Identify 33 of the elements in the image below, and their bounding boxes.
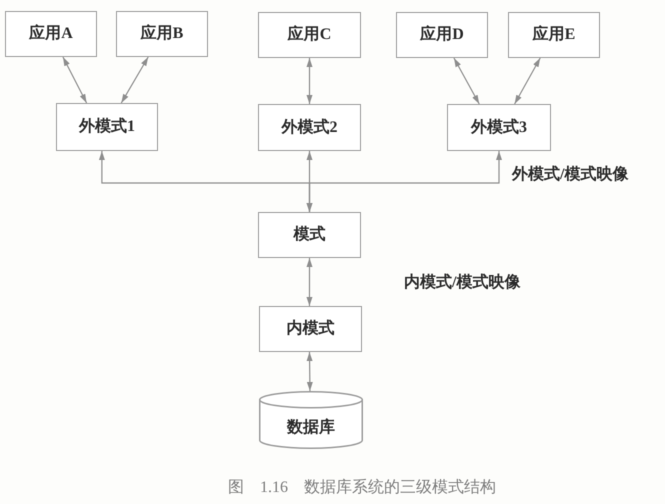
application-box (508, 12, 600, 58)
database-cylinder (259, 391, 363, 449)
application-box (116, 11, 208, 57)
figure-caption: 图 1.16 数据库系统的三级模式结构 (228, 478, 496, 498)
external-schema-box (56, 103, 158, 151)
bidirectional-arrow (514, 58, 541, 104)
mapping-label: 内模式/模式映像 (404, 273, 520, 292)
application-box (258, 12, 361, 58)
box-label: 应用C (288, 25, 332, 45)
internal-schema-box (259, 306, 362, 352)
box-label: 应用B (140, 24, 184, 44)
mapping-label: 外模式/模式映像 (512, 165, 628, 184)
box-label: 外模式2 (282, 118, 338, 138)
box-label: 应用E (532, 25, 576, 45)
box-label: 应用A (29, 24, 73, 44)
schema-box (258, 212, 361, 258)
box-label: 模式 (294, 225, 326, 245)
box-label: 内模式 (286, 319, 334, 339)
box-label: 外模式3 (471, 118, 527, 138)
external-schema-box (447, 104, 551, 151)
box-label: 数据库 (287, 418, 335, 438)
application-box (396, 12, 488, 58)
bidirectional-arrow (306, 58, 312, 104)
bidirectional-arrow (306, 258, 312, 306)
application-box (5, 11, 97, 57)
bidirectional-arrow (120, 56, 149, 104)
box-label: 应用D (420, 25, 464, 45)
bidirectional-arrow (306, 151, 502, 212)
bidirectional-arrow (62, 56, 88, 104)
external-schema-box (258, 104, 361, 151)
bidirectional-arrow (453, 58, 480, 104)
bidirectional-arrow (306, 352, 313, 391)
box-label: 外模式1 (79, 117, 135, 137)
